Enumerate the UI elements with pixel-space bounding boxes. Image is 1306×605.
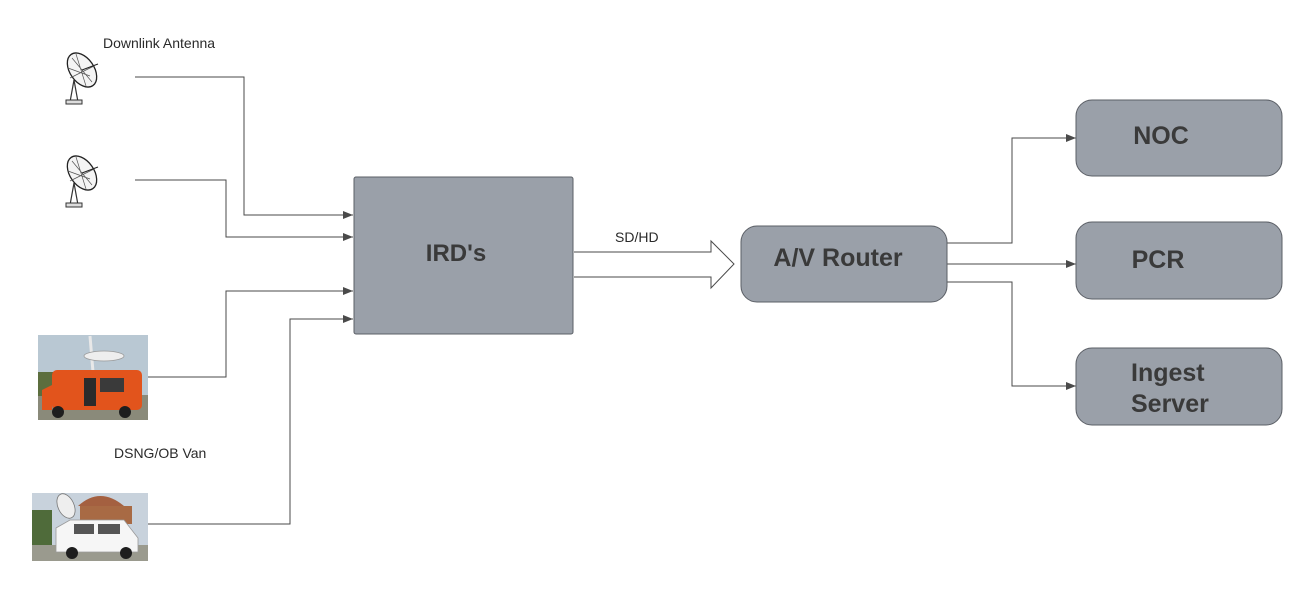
sd-hd-label: SD/HD: [615, 229, 659, 245]
noc-label: NOC: [1133, 122, 1189, 150]
ird-node: IRD's: [353, 176, 574, 335]
connector-router-to-noc: [947, 134, 1076, 244]
orange-ob-van-photo: [38, 335, 148, 420]
connector-van-1-to-ird: [148, 287, 353, 378]
ingest-server-label-line2: Server: [1131, 390, 1209, 418]
white-dsng-van-photo: [32, 493, 148, 561]
satellite-dish-icon: [65, 155, 99, 208]
dsng-ob-van-label: DSNG/OB Van: [114, 445, 206, 461]
ingest-server-label-line1: Ingest: [1131, 359, 1205, 387]
connector-van-2-to-ird: [148, 315, 353, 525]
noc-node: NOC: [1075, 99, 1283, 177]
block-arrow-ird-to-router: [574, 239, 735, 290]
pcr-node: PCR: [1075, 221, 1283, 300]
ird-label: IRD's: [426, 240, 486, 267]
connector-router-to-ingest: [947, 281, 1076, 390]
downlink-antenna-label: Downlink Antenna: [103, 35, 215, 51]
pcr-label: PCR: [1132, 246, 1185, 274]
connector-antenna-2-to-ird: [135, 179, 353, 241]
connector-antenna-1-to-ird: [135, 76, 353, 219]
ingest-server-node: Ingest Server: [1075, 347, 1283, 426]
av-router-node: A/V Router: [740, 225, 948, 303]
av-router-label: A/V Router: [773, 244, 902, 272]
satellite-dish-icon: [65, 52, 99, 105]
